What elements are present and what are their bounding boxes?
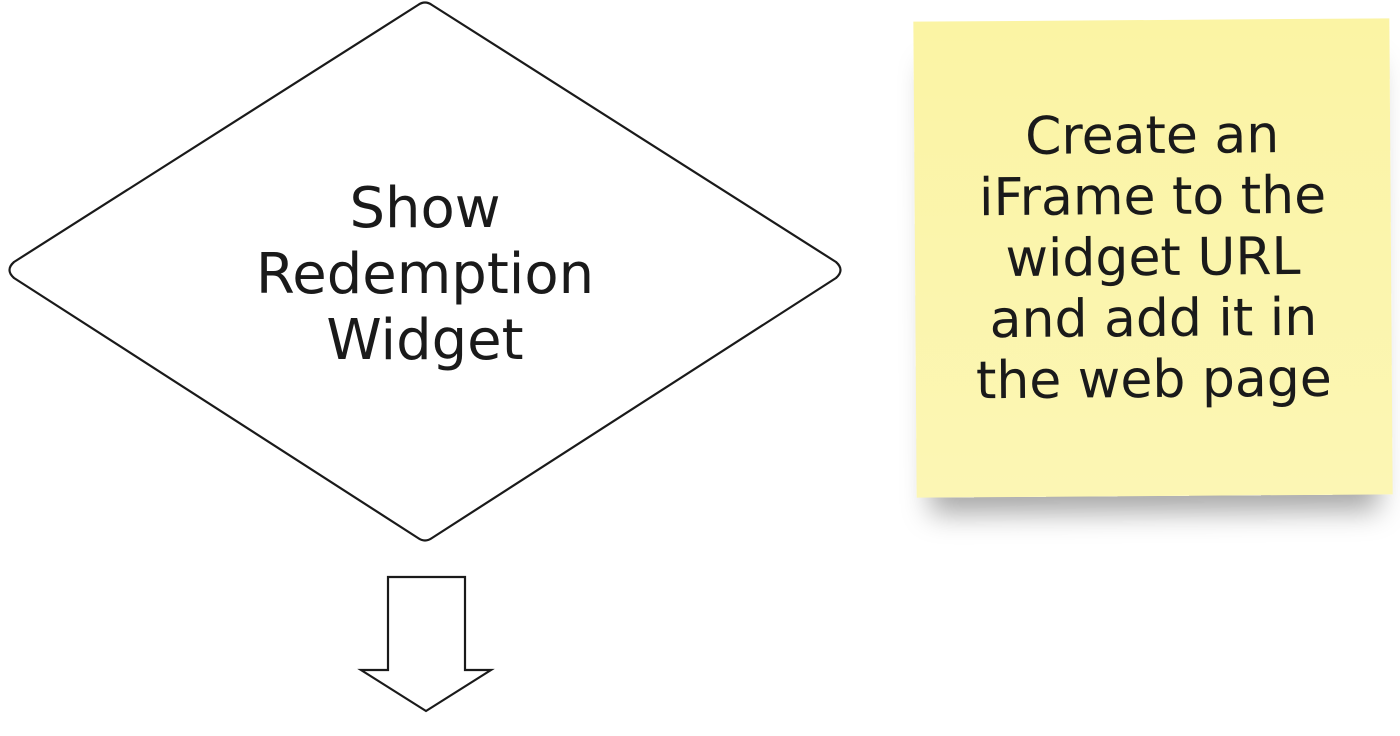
- decision-line: Redemption: [255, 242, 595, 307]
- sticky-note-line: and add it in: [989, 287, 1318, 350]
- sticky-note-line: widget URL: [1005, 226, 1301, 289]
- decision-label: Show Redemption Widget: [200, 150, 650, 400]
- down-arrow-icon[interactable]: [357, 575, 495, 713]
- sticky-note-line: iFrame to the: [978, 165, 1327, 228]
- decision-line: Widget: [326, 308, 524, 373]
- decision-line: Show: [349, 176, 501, 241]
- decision-diamond[interactable]: [8, 1, 842, 542]
- sticky-note[interactable]: Create an iFrame to the widget URL and a…: [913, 18, 1393, 498]
- sticky-note-line: the web page: [975, 348, 1332, 411]
- sticky-note-line: Create an: [1024, 104, 1280, 167]
